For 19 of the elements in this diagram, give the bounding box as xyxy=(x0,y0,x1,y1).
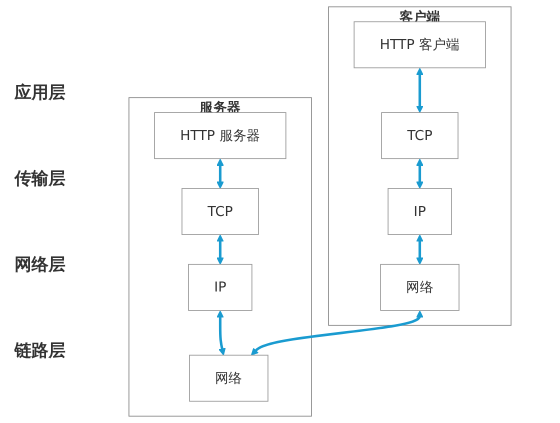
arrow xyxy=(216,158,224,189)
arrow xyxy=(250,310,424,356)
arrow xyxy=(416,68,424,113)
layer-label: 网络层 xyxy=(14,254,66,276)
node-box: HTTP 客户端 xyxy=(354,21,486,68)
arrow xyxy=(216,310,226,356)
node-box: 网络 xyxy=(189,354,268,402)
node-box: TCP xyxy=(182,188,259,235)
arrow xyxy=(216,234,224,265)
layer-label: 链路层 xyxy=(13,340,66,362)
node-box: IP xyxy=(388,188,452,235)
node-box: IP xyxy=(188,264,252,311)
node-box: 网络 xyxy=(380,264,460,311)
node-box: TCP xyxy=(381,112,458,160)
arrow xyxy=(416,234,424,265)
arrow xyxy=(416,158,424,189)
node-box: HTTP 服务器 xyxy=(154,112,286,160)
layer-label: 传输层 xyxy=(13,168,66,190)
layer-label: 应用层 xyxy=(13,82,66,104)
